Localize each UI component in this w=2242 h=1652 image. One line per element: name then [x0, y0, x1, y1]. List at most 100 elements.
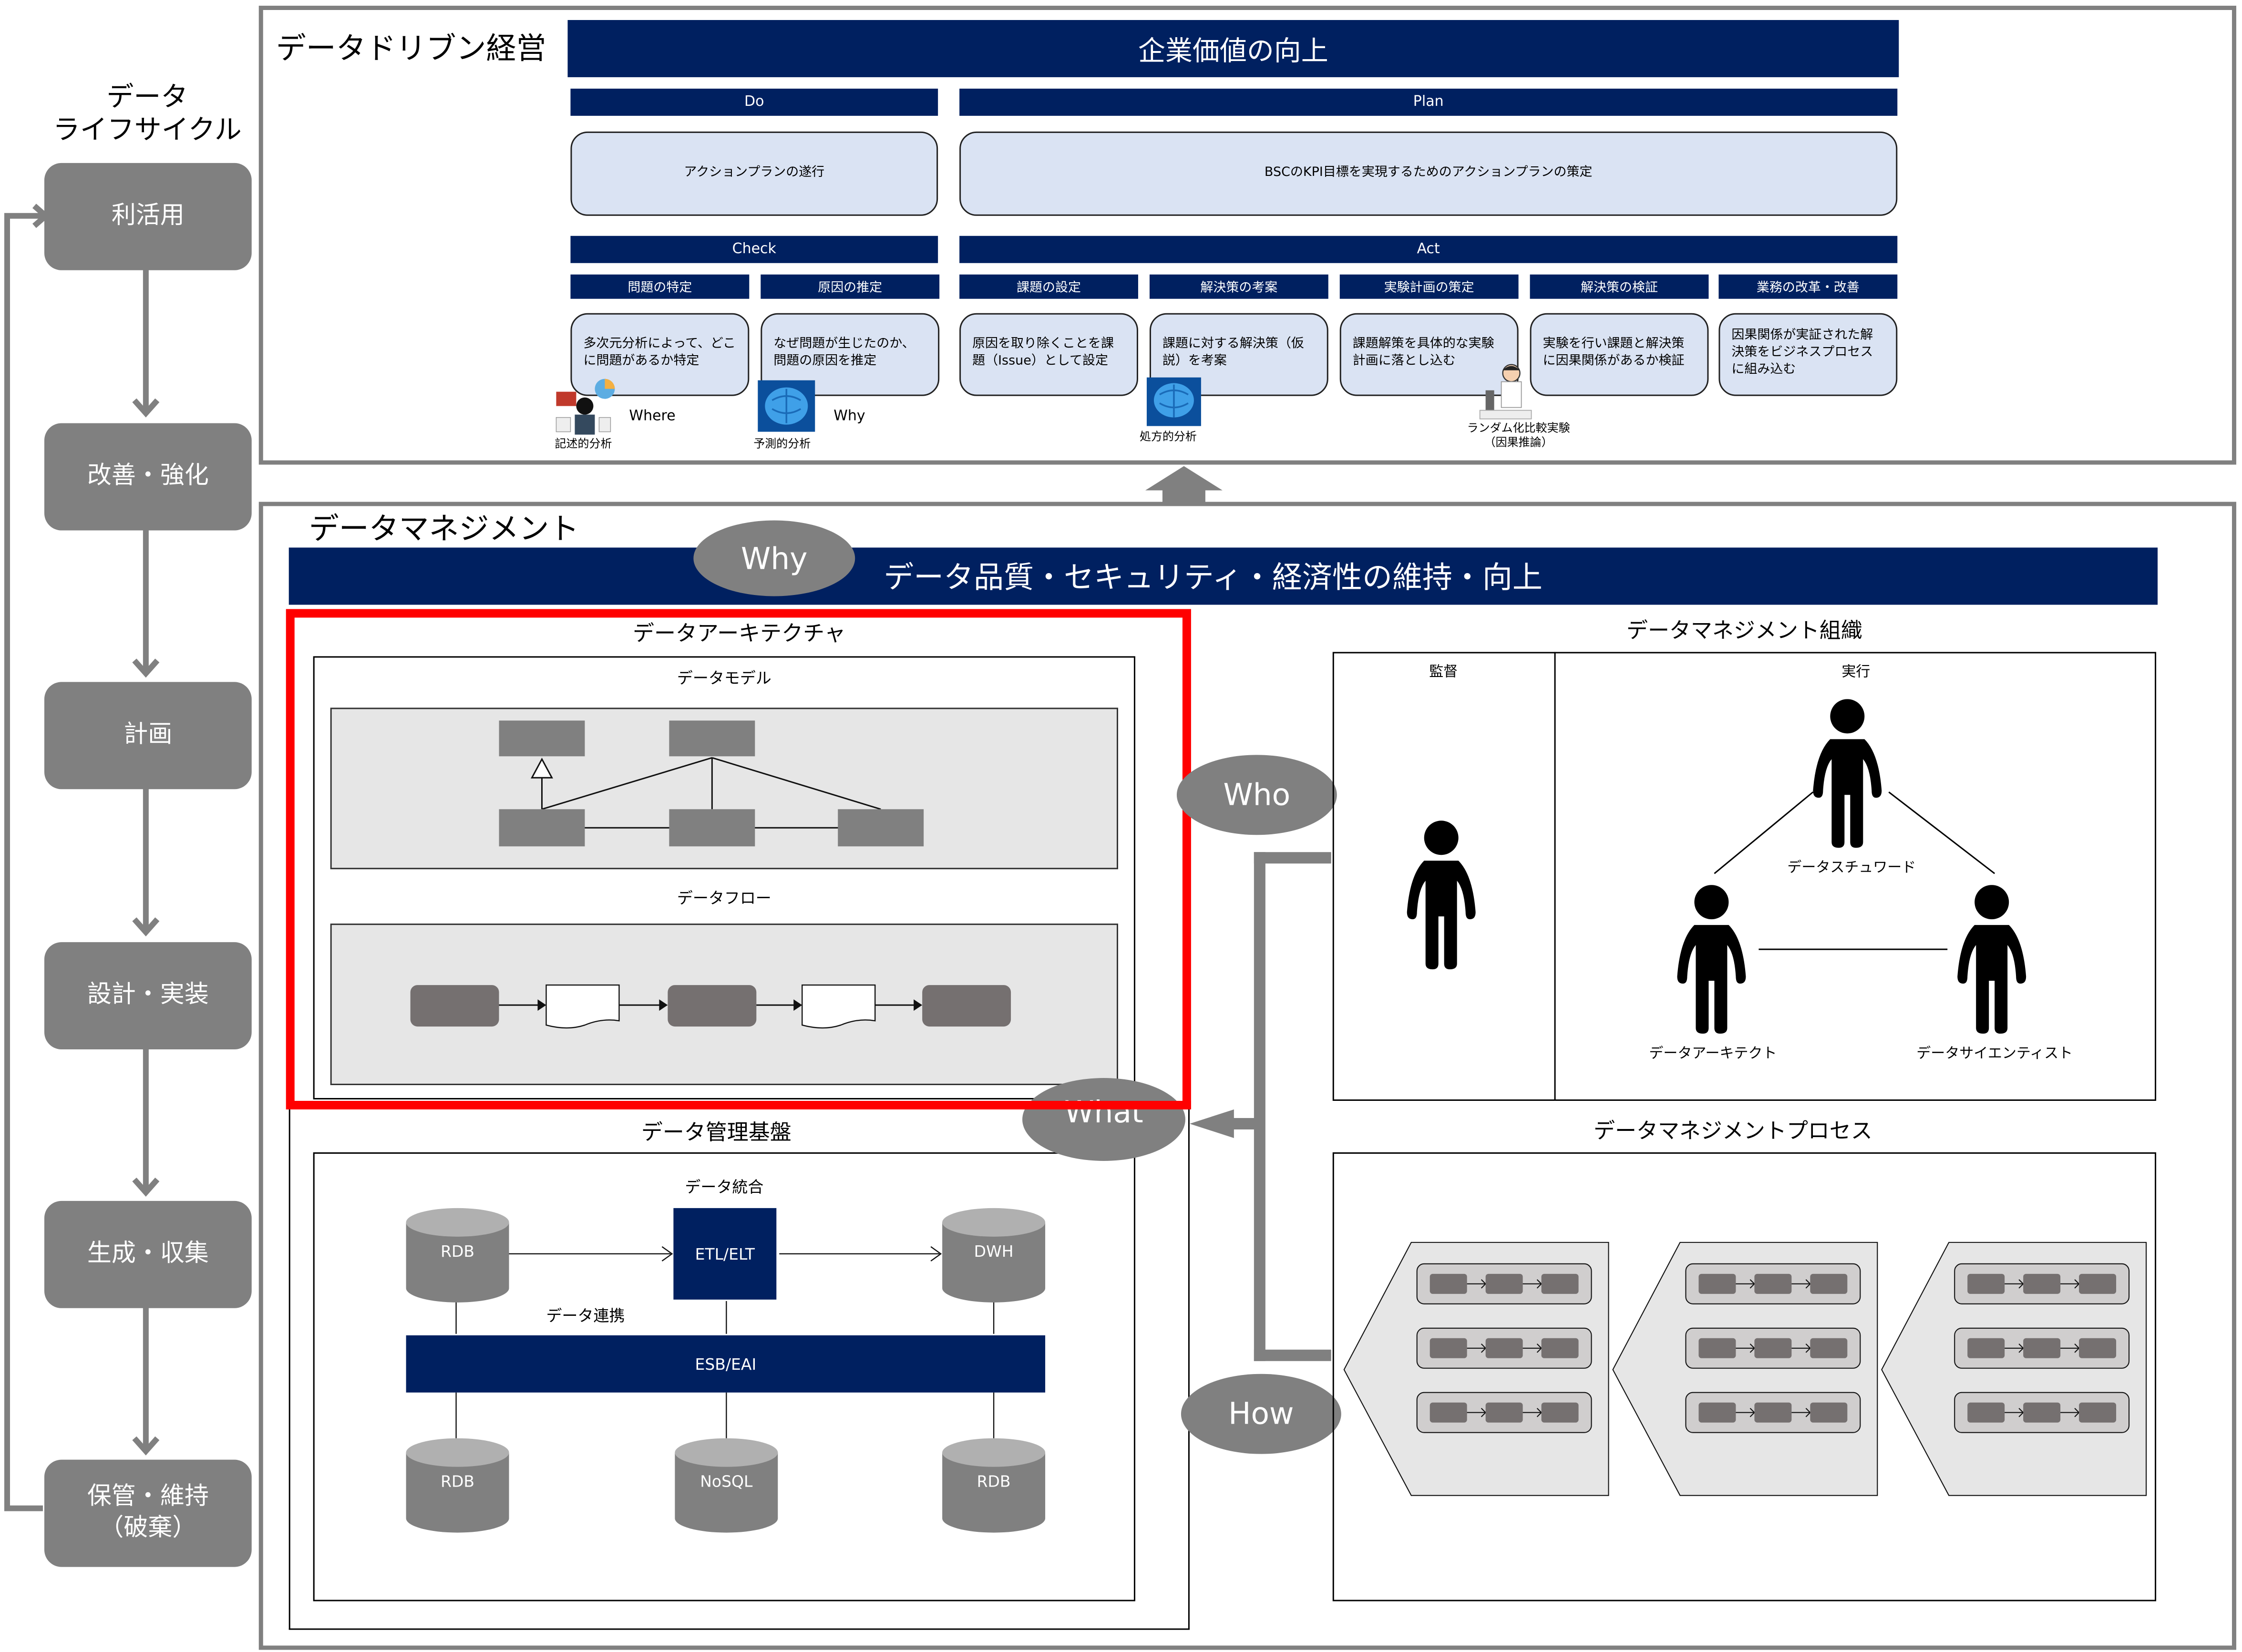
lifecycle-arrow-1: [143, 268, 149, 412]
process-stage: [1881, 1242, 2147, 1496]
why-bubble: Why: [693, 520, 855, 596]
where-tag: Where: [629, 409, 676, 425]
act-card-3: 課題解策を具体的な実験計画に落とし込む: [1339, 313, 1519, 396]
organization-diagram: [1407, 699, 2026, 1034]
process-diagram: [1343, 1242, 2147, 1496]
lifecycle-arrow-4: [143, 1048, 149, 1191]
process-step-row: [1685, 1327, 1861, 1369]
lifecycle-stage-plan[interactable]: 計画: [44, 682, 252, 790]
step-box: [1810, 1338, 1848, 1358]
arrowhead-down-icon: [132, 658, 160, 678]
arrowhead-left-icon: [1189, 1109, 1234, 1138]
platform-box: [313, 1152, 1135, 1601]
linkage-label: データ連携: [546, 1306, 625, 1325]
role-architect-label: データアーキテクト: [1649, 1047, 1777, 1063]
lifecycle-title-line1: データ: [106, 81, 188, 113]
card-text: 実験を行い課題と解決策に因果関係があるか検証: [1543, 338, 1685, 369]
architecture-title: データアーキテクチャ: [632, 620, 846, 646]
lifecycle-stage-store[interactable]: 保管・維持 （破棄）: [44, 1459, 252, 1567]
subheader-text: 解決策の検証: [1581, 281, 1658, 296]
card-text: 課題解策を具体的な実験計画に落とし込む: [1352, 338, 1494, 369]
act-subheader-1: 課題の設定: [959, 274, 1138, 299]
step-box: [1430, 1338, 1467, 1358]
process-step-row: [1416, 1392, 1592, 1433]
check-card-1: 多次元分析によって、どこに問題があるか特定: [570, 313, 750, 396]
platform-diagram: [455, 1246, 995, 1438]
how-bubble: How: [1181, 1374, 1341, 1454]
step-box: [1698, 1338, 1736, 1358]
lifecycle-stage-label: 設計・実装: [87, 980, 209, 1009]
lifecycle-stage-design[interactable]: 設計・実装: [44, 942, 252, 1050]
act-subheader-3: 実験計画の策定: [1339, 274, 1519, 299]
check-subheader-1: 問題の特定: [570, 274, 750, 299]
step-box: [1698, 1402, 1736, 1423]
act-subheader-2: 解決策の考案: [1149, 274, 1328, 299]
db-cylinder-rdb-bottom-right: RDB: [942, 1438, 1046, 1533]
plan-card-text: BSCのKPI目標を実現するためのアクションプランの策定: [1264, 165, 1593, 180]
data-flow-title: データフロー: [677, 889, 771, 908]
entity-box: [838, 809, 924, 847]
data-flow-diagram: [410, 984, 1011, 1029]
corporate-value-banner: 企業価値の向上: [567, 20, 1899, 77]
subheader-text: 課題の設定: [1017, 281, 1081, 296]
db-cylinder-dwh: DWH: [942, 1208, 1046, 1303]
document-icon: [802, 984, 876, 1029]
integration-label: データ統合: [685, 1178, 764, 1197]
data-model-diagram: [499, 720, 924, 847]
platform-title: データ管理基盤: [641, 1119, 792, 1145]
lifecycle-stage-collect[interactable]: 生成・収集: [44, 1201, 252, 1308]
data-management-title: データマネジメント: [309, 512, 579, 546]
loop-back-line: [4, 213, 51, 1511]
lifecycle-arrow-3: [143, 788, 149, 931]
brain-ai-icon: [758, 380, 815, 432]
architect-person-icon: [1677, 885, 1746, 1034]
act-subheader-5: 業務の改革・改善: [1718, 274, 1898, 299]
do-header: Do: [570, 88, 938, 116]
act-header: Act: [959, 236, 1898, 263]
document-icon: [545, 984, 620, 1029]
lifecycle-arrow-2: [143, 529, 149, 672]
scientist-icon: [1479, 364, 1532, 420]
rct-label-line2: （因果推論）: [1484, 436, 1553, 450]
arrowhead-icon: [914, 999, 923, 1011]
subheader-text: 問題の特定: [627, 281, 692, 296]
process-step-row: [1416, 1263, 1592, 1304]
process-step-row: [1685, 1392, 1861, 1433]
rct-label: ランダム化比較実験 （因果推論）: [1444, 422, 1593, 451]
why-tag: Why: [833, 409, 865, 425]
lifecycle-stage-improve[interactable]: 改善・強化: [44, 423, 252, 531]
db-cylinder-nosql: NoSQL: [675, 1438, 778, 1533]
entity-box: [669, 720, 755, 757]
role-steward-label: データスチュワード: [1787, 861, 1916, 877]
db-label: RDB: [977, 1472, 1011, 1491]
step-box: [1485, 1273, 1523, 1294]
brain-ai-icon: [1146, 377, 1201, 426]
step-box: [1430, 1402, 1467, 1423]
act-card-5: 因果関係が実証された解決策をビジネスプロセスに組み込む: [1718, 313, 1898, 396]
subheader-text: 原因の推定: [818, 281, 883, 296]
arrowhead-icon: [793, 999, 802, 1011]
process-stage: [1343, 1242, 1609, 1496]
step-box: [2023, 1402, 2061, 1423]
step-box: [2079, 1338, 2117, 1358]
lifecycle-stage-label: 改善・強化: [87, 462, 209, 491]
process-box: [410, 985, 499, 1027]
arrowhead-down-icon: [132, 917, 160, 937]
step-box: [1541, 1402, 1579, 1423]
data-driven-title: データドリブン経営: [276, 31, 546, 66]
role-scientist-label: データサイエンティスト: [1916, 1047, 2073, 1063]
esb-text: ESB/EAI: [695, 1354, 757, 1374]
etl-box: ETL/ELT: [673, 1208, 777, 1300]
data-management-section: [258, 502, 2236, 1650]
act-header-text: Act: [1417, 241, 1440, 257]
steward-person-icon: [1813, 699, 1882, 848]
scientist-person-icon: [1957, 885, 2026, 1034]
step-box: [1430, 1273, 1467, 1294]
process-stage: [1612, 1242, 1878, 1496]
step-box: [1541, 1338, 1579, 1358]
lifecycle-stage-use[interactable]: 利活用: [44, 163, 252, 270]
db-label: RDB: [441, 1472, 475, 1491]
what-bubble-text: What: [1064, 1095, 1143, 1129]
how-bubble-text: How: [1228, 1396, 1294, 1431]
